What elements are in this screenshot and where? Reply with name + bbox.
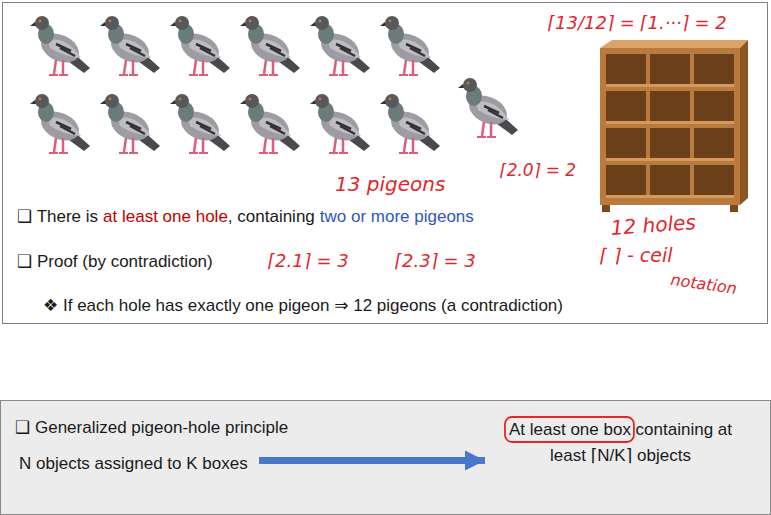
handwritten-note: ⌈2.1⌉ = 3 bbox=[268, 250, 349, 272]
pigeon-icon bbox=[240, 16, 300, 75]
handwritten-note: ⌈ ⌉ - ceil bbox=[600, 244, 673, 267]
text-line: N objects assigned to K boxes bbox=[19, 453, 249, 474]
result-text: At least one box containing at least ⌈N/… bbox=[491, 415, 750, 470]
principle-text: N objects assigned to K boxes bbox=[19, 454, 248, 473]
pigeon-icon bbox=[380, 94, 440, 153]
text-line: ❖ If each hole has exactly one pigeon ⇒ … bbox=[43, 295, 563, 316]
shelf-top bbox=[600, 40, 748, 48]
handwritten-note: 13 pigeons bbox=[335, 172, 445, 196]
text-line: ❑ There is at least one hole, containing t… bbox=[17, 206, 474, 227]
text-line: ❑ Generalized pigeon-hole principle bbox=[15, 417, 288, 438]
pigeon-row bbox=[30, 16, 440, 75]
shelf-holes bbox=[606, 54, 734, 198]
bullet-text: ❖ If each hole has exactly one pigeon ⇒ … bbox=[43, 296, 563, 315]
pigeon-icon bbox=[100, 94, 160, 153]
handwritten-note: notation bbox=[669, 270, 738, 298]
shelf-boards bbox=[606, 84, 734, 198]
pigeon-icon bbox=[30, 16, 90, 75]
bullet-text: two or more pigeons bbox=[320, 207, 474, 226]
pigeon-row bbox=[30, 94, 440, 153]
pigeon-icon bbox=[458, 78, 518, 137]
pigeon-icon bbox=[310, 16, 370, 75]
bullet-text: ❑ There is bbox=[17, 207, 98, 226]
pigeon-icon bbox=[170, 94, 230, 153]
bullet-text: at least one hole bbox=[103, 207, 228, 226]
pigeon-icon bbox=[240, 94, 300, 153]
pigeon-icon bbox=[170, 16, 230, 75]
flow-arrow bbox=[259, 457, 485, 464]
principle-text: ❑ Generalized pigeon-hole principle bbox=[15, 418, 288, 437]
handwritten-note: ⌈13/12⌉ = ⌈1.···⌉ = 2 bbox=[548, 12, 727, 34]
text-line: ❑ Proof (by contradiction) bbox=[17, 251, 213, 272]
principle-text: At least one box containing at least ⌈N/… bbox=[509, 420, 732, 465]
slide-panel: ❑ There is at least one hole, containing t… bbox=[2, 2, 768, 324]
shelf-frame bbox=[600, 48, 740, 205]
pigeon-icon bbox=[30, 94, 90, 153]
premise-text: N objects assigned to K boxes bbox=[15, 451, 253, 477]
shelf-side bbox=[740, 40, 748, 205]
handwritten-note: ⌈2.0⌉ = 2 bbox=[500, 160, 576, 180]
principle-panel: ❑ Generalized pigeon-hole principle N obj… bbox=[0, 400, 771, 515]
shelf-leg bbox=[730, 205, 738, 212]
bookshelf bbox=[600, 40, 748, 212]
shelf-leg bbox=[602, 205, 610, 212]
pigeon-icon bbox=[380, 16, 440, 75]
handwritten-note: ⌈2.3⌉ = 3 bbox=[395, 250, 476, 272]
text-line: At least one box containing at least ⌈N/… bbox=[497, 417, 744, 468]
pigeon-icon bbox=[310, 94, 370, 153]
bullet-text: , containing bbox=[228, 207, 315, 226]
handwritten-note: 12 holes bbox=[610, 210, 696, 240]
hand-drawn-circle bbox=[505, 417, 634, 442]
pigeon-icon bbox=[100, 16, 160, 75]
bullet-text: ❑ Proof (by contradiction) bbox=[17, 252, 213, 271]
